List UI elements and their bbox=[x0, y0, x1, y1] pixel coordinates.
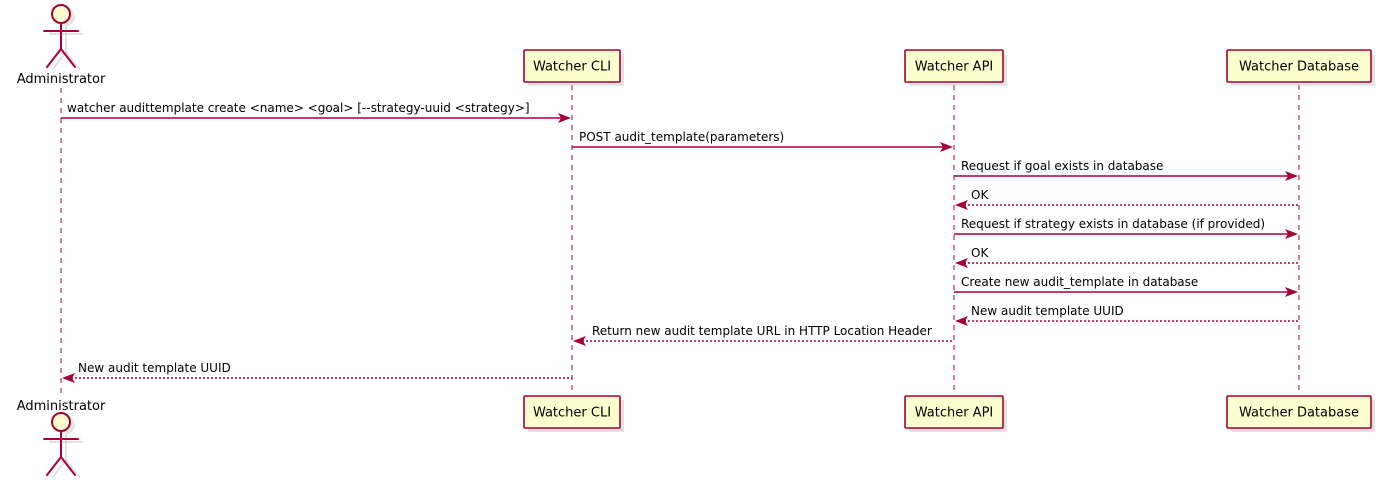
message-label: watcher audittemplate create <name> <goa… bbox=[67, 101, 530, 115]
message-2: POST audit_template(parameters) bbox=[572, 130, 953, 152]
participant-box-watcher-cli-bottom[interactable]: Watcher CLI bbox=[523, 395, 624, 432]
message-label: OK bbox=[971, 188, 989, 202]
message-arrowhead bbox=[955, 200, 968, 210]
message-label: OK bbox=[971, 246, 989, 260]
message-label: New audit template UUID bbox=[971, 304, 1124, 318]
actor-administrator-top: Administrator bbox=[17, 4, 106, 87]
message-label: POST audit_template(parameters) bbox=[579, 130, 784, 144]
message-arrowhead bbox=[573, 336, 586, 346]
message-arrowhead bbox=[1285, 229, 1298, 239]
message-arrowhead bbox=[62, 373, 75, 383]
message-label: Return new audit template URL in HTTP Lo… bbox=[592, 324, 932, 338]
participant-label-watcher-database: Watcher Database bbox=[1239, 60, 1359, 75]
message-7: Create new audit_template in database bbox=[954, 275, 1298, 297]
participant-label-watcher-database: Watcher Database bbox=[1239, 406, 1359, 421]
actor-leg-right-icon bbox=[60, 48, 76, 68]
message-arrowhead bbox=[558, 113, 571, 123]
participant-label-watcher-api: Watcher API bbox=[915, 406, 994, 421]
message-3: Request if goal exists in database bbox=[954, 159, 1298, 181]
message-arrowhead bbox=[1285, 171, 1298, 181]
participant-label-watcher-api: Watcher API bbox=[915, 60, 994, 75]
participant-label-watcher-cli: Watcher CLI bbox=[533, 60, 611, 75]
actor-head-icon bbox=[51, 4, 71, 24]
message-arrowhead bbox=[955, 316, 968, 326]
participant-box-rect[interactable] bbox=[523, 395, 621, 429]
participant-box-rect[interactable] bbox=[1226, 49, 1372, 83]
participant-box-rect[interactable] bbox=[1226, 395, 1372, 429]
message-arrowhead bbox=[940, 142, 953, 152]
actor-leg-left-icon bbox=[46, 456, 62, 476]
message-9: Return new audit template URL in HTTP Lo… bbox=[573, 324, 954, 346]
actor-label-administrator-bottom: Administrator bbox=[17, 399, 106, 414]
actor-administrator-bottom: Administrator bbox=[17, 399, 106, 479]
message-label: Request if strategy exists in database (… bbox=[961, 217, 1265, 231]
participant-box-watcher-database-bottom[interactable]: Watcher Database bbox=[1226, 395, 1375, 432]
message-6: OK bbox=[955, 246, 1299, 268]
participant-box-rect[interactable] bbox=[523, 49, 621, 83]
message-1: watcher audittemplate create <name> <goa… bbox=[61, 101, 571, 123]
message-label: New audit template UUID bbox=[78, 361, 231, 375]
participant-box-rect[interactable] bbox=[904, 49, 1004, 83]
participant-box-watcher-cli-top[interactable]: Watcher CLI bbox=[523, 49, 624, 86]
message-arrowhead bbox=[955, 258, 968, 268]
actor-leg-left-icon bbox=[46, 48, 62, 68]
message-arrowhead bbox=[1285, 287, 1298, 297]
actor-head-icon bbox=[51, 412, 71, 432]
participant-box-watcher-api-bottom[interactable]: Watcher API bbox=[904, 395, 1007, 432]
message-5: Request if strategy exists in database (… bbox=[954, 217, 1298, 239]
lifelines bbox=[60, 85, 1300, 396]
message-4: OK bbox=[955, 188, 1299, 210]
participant-box-watcher-database-top[interactable]: Watcher Database bbox=[1226, 49, 1375, 86]
participant-label-watcher-cli: Watcher CLI bbox=[533, 406, 611, 421]
participant-box-rect[interactable] bbox=[904, 395, 1004, 429]
actor-label-administrator-top: Administrator bbox=[17, 72, 106, 87]
message-10: New audit template UUID bbox=[62, 361, 572, 383]
message-8: New audit template UUID bbox=[955, 304, 1299, 326]
message-label: Request if goal exists in database bbox=[961, 159, 1163, 173]
message-label: Create new audit_template in database bbox=[961, 275, 1198, 289]
actor-leg-right-icon bbox=[60, 456, 76, 476]
participant-box-watcher-api-top[interactable]: Watcher API bbox=[904, 49, 1007, 86]
